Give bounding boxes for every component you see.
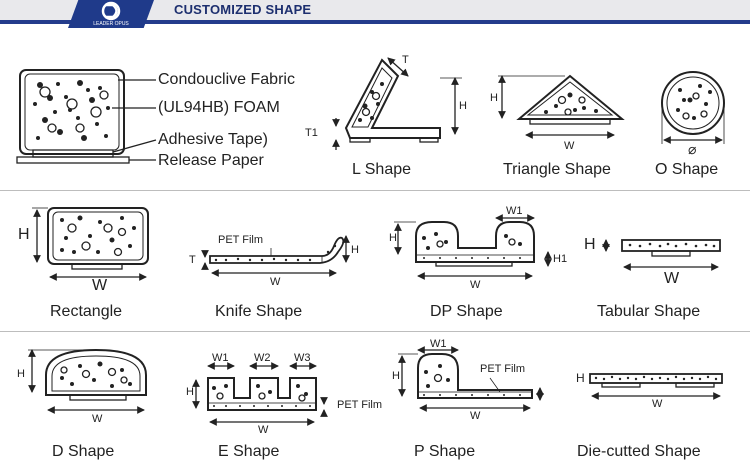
d-shape-dim-w: W — [92, 413, 103, 425]
d-shape-figure — [28, 348, 147, 414]
die-cut-dim-h: H — [576, 371, 585, 385]
p-shape-dim-w: W — [470, 410, 481, 422]
p-shape-dim-h: H — [392, 370, 400, 382]
e-shape-dim-w: W — [258, 424, 269, 436]
e-shape-figure — [192, 362, 328, 426]
rectangle-caption: Rectangle — [50, 303, 123, 320]
e-shape-film-label: PET Film — [337, 399, 383, 411]
page-header: LEADER OPUS CUSTOMIZED SHAPE — [0, 0, 750, 28]
header-accent-bar — [0, 20, 750, 24]
l-shape-caption: L Shape — [352, 161, 412, 178]
e-shape-dim-w1: W1 — [212, 352, 229, 364]
e-shape-dim-h: H — [186, 386, 194, 398]
header-band — [0, 0, 750, 20]
rectangle-figure — [32, 207, 149, 281]
rectangle-dim-h: H — [18, 226, 30, 243]
l-shape-dim-h: H — [459, 100, 467, 112]
p-shape-figure — [398, 346, 544, 412]
o-shape-caption: O Shape — [655, 161, 719, 178]
legend-adhesive: Adhesive Tape) — [158, 131, 268, 148]
die-cut-shape-figure — [589, 373, 723, 400]
l-shape-dim-t1: T1 — [305, 127, 318, 139]
svg-text:LEADER OPUS: LEADER OPUS — [93, 21, 129, 27]
legend-figure — [16, 69, 157, 164]
d-shape-caption: D Shape — [52, 443, 115, 460]
knife-dim-h: H — [351, 244, 359, 256]
tabular-dim-w: W — [664, 270, 680, 287]
p-shape-caption: P Shape — [414, 443, 476, 460]
dp-dim-w1: W1 — [506, 205, 523, 217]
e-shape-dim-w2: W2 — [254, 352, 271, 364]
knife-dim-t: T — [189, 254, 196, 266]
knife-caption: Knife Shape — [215, 303, 303, 320]
triangle-caption: Triangle Shape — [503, 161, 611, 178]
e-shape-dim-w3: W3 — [294, 352, 311, 364]
p-shape-film-label: PET Film — [480, 363, 526, 375]
dp-shape-figure — [394, 214, 552, 280]
brand-logo: LEADER OPUS — [68, 0, 154, 28]
knife-film-label: PET Film — [218, 234, 264, 246]
triangle-dim-w: W — [564, 140, 575, 152]
dp-dim-h: H — [389, 232, 397, 244]
triangle-figure — [498, 74, 625, 139]
logo-mark-icon: LEADER OPUS — [93, 1, 129, 27]
o-shape-dim-diameter: ⌀ — [688, 141, 697, 157]
die-cut-dim-w: W — [652, 398, 663, 410]
die-cut-caption: Die-cutted Shape — [577, 443, 701, 460]
triangle-dim-h: H — [490, 92, 498, 104]
tabular-shape-figure — [602, 239, 721, 271]
tabular-dim-h: H — [584, 236, 596, 253]
knife-shape-figure — [201, 235, 350, 277]
legend-conductive-fabric: Condouclive Fabric — [158, 71, 295, 88]
dp-dim-w: W — [470, 279, 481, 291]
l-shape-dim-t: T — [402, 54, 409, 66]
p-shape-dim-w1: W1 — [430, 338, 447, 350]
o-shape-figure — [661, 71, 725, 144]
page-title: CUSTOMIZED SHAPE — [174, 2, 312, 17]
l-shape-figure — [332, 57, 462, 150]
rectangle-dim-w: W — [92, 277, 108, 294]
e-shape-caption: E Shape — [218, 443, 280, 460]
dp-dim-h1: H1 — [553, 253, 568, 265]
d-shape-dim-h: H — [17, 368, 25, 380]
tabular-caption: Tabular Shape — [597, 303, 701, 320]
row-divider — [0, 190, 750, 191]
knife-dim-w: W — [270, 276, 281, 288]
legend-foam: (UL94HB) FOAM — [158, 99, 280, 116]
dp-caption: DP Shape — [430, 303, 503, 320]
legend-release-paper: Release Paper — [158, 152, 264, 169]
row-divider — [0, 331, 750, 332]
